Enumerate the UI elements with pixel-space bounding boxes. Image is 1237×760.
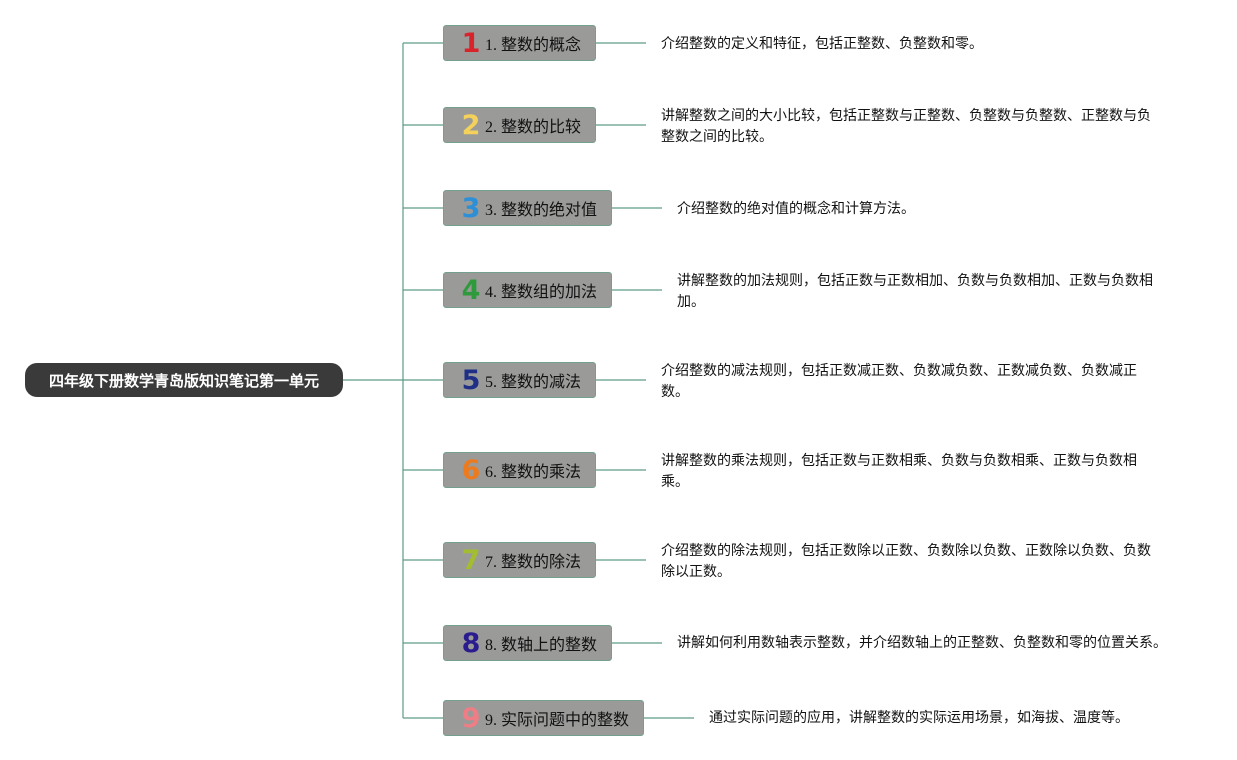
number-7-icon: 7 bbox=[461, 544, 481, 576]
root-node[interactable]: 四年级下册数学青岛版知识笔记第一单元 bbox=[25, 363, 343, 397]
number-1-icon: 1 bbox=[461, 27, 481, 59]
topic-description-7: 介绍整数的除法规则，包括正数除以正数、负数除以负数、正数除以负数、负数除以正数。 bbox=[661, 544, 1151, 580]
topic-label: 6. 整数的乘法 bbox=[485, 464, 582, 481]
number-6-icon: 6 bbox=[461, 454, 481, 486]
topic-node-7[interactable]: 7 7. 整数的除法 bbox=[443, 542, 596, 578]
topic-label: 7. 整数的除法 bbox=[485, 554, 582, 571]
number-9-icon: 9 bbox=[461, 702, 481, 734]
number-3-icon: 3 bbox=[461, 192, 481, 224]
topic-label: 1. 整数的概念 bbox=[485, 37, 582, 54]
topic-node-6[interactable]: 6 6. 整数的乘法 bbox=[443, 452, 596, 488]
topic-node-1[interactable]: 1 1. 整数的概念 bbox=[443, 25, 596, 61]
topic-description-6: 讲解整数的乘法规则，包括正数与正数相乘、负数与负数相乘、正数与负数相乘。 bbox=[661, 454, 1137, 490]
topic-node-3[interactable]: 3 3. 整数的绝对值 bbox=[443, 190, 612, 226]
topic-description-5: 介绍整数的减法规则，包括正数减正数、负数减负数、正数减负数、负数减正数。 bbox=[661, 364, 1137, 400]
topic-node-9[interactable]: 9 9. 实际问题中的整数 bbox=[443, 700, 644, 736]
topic-description-3: 介绍整数的绝对值的概念和计算方法。 bbox=[677, 202, 915, 217]
topic-node-2[interactable]: 2 2. 整数的比较 bbox=[443, 107, 596, 143]
topic-description-4: 讲解整数的加法规则，包括正数与正数相加、负数与负数相加、正数与负数相加。 bbox=[677, 274, 1153, 310]
number-2-icon: 2 bbox=[461, 109, 481, 141]
topic-node-8[interactable]: 8 8. 数轴上的整数 bbox=[443, 625, 612, 661]
topic-label: 4. 整数组的加法 bbox=[485, 284, 598, 301]
number-5-icon: 5 bbox=[461, 364, 481, 396]
topic-label: 3. 整数的绝对值 bbox=[485, 202, 598, 219]
topic-node-4[interactable]: 4 4. 整数组的加法 bbox=[443, 272, 612, 308]
topic-label: 5. 整数的减法 bbox=[485, 374, 582, 391]
topic-label: 2. 整数的比较 bbox=[485, 119, 582, 136]
topic-label: 8. 数轴上的整数 bbox=[485, 637, 598, 654]
topic-description-2: 讲解整数之间的大小比较，包括正整数与正整数、负整数与负整数、正整数与负整数之间的… bbox=[661, 109, 1151, 145]
topic-description-8: 讲解如何利用数轴表示整数，并介绍数轴上的正整数、负整数和零的位置关系。 bbox=[677, 636, 1167, 651]
topic-node-5[interactable]: 5 5. 整数的减法 bbox=[443, 362, 596, 398]
number-8-icon: 8 bbox=[461, 627, 481, 659]
topic-label: 9. 实际问题中的整数 bbox=[485, 712, 630, 729]
number-4-icon: 4 bbox=[461, 274, 481, 306]
root-title: 四年级下册数学青岛版知识笔记第一单元 bbox=[48, 371, 319, 390]
topic-description-9: 通过实际问题的应用，讲解整数的实际运用场景，如海拔、温度等。 bbox=[709, 711, 1129, 726]
topic-description-1: 介绍整数的定义和特征，包括正整数、负整数和零。 bbox=[661, 37, 983, 52]
